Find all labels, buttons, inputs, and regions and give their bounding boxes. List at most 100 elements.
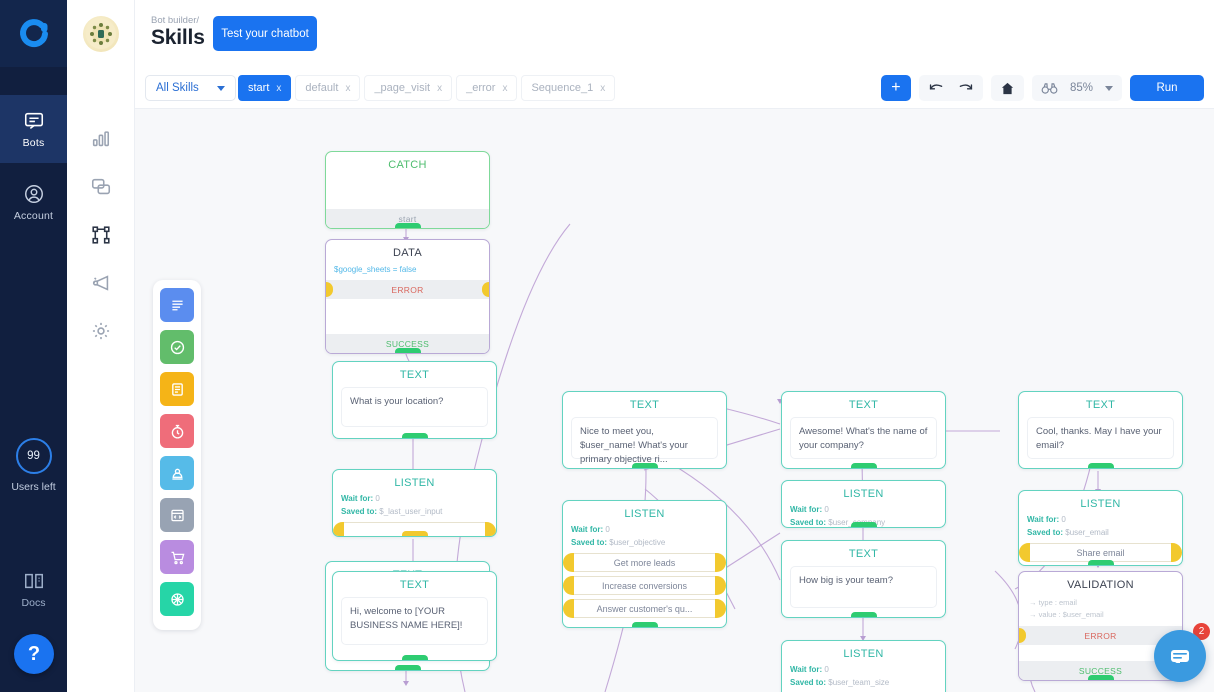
node-choice-bubble[interactable]: Increase conversions (563, 576, 726, 595)
palette-delay-button[interactable] (160, 414, 194, 448)
sidebar-item-bots[interactable]: Bots (0, 95, 67, 163)
port-handle-left[interactable] (1019, 628, 1026, 644)
avatar[interactable] (83, 16, 119, 52)
port-handle[interactable] (850, 612, 877, 617)
port-handle[interactable] (1087, 560, 1114, 565)
port-handle[interactable] (401, 531, 428, 536)
node-validation-port-error[interactable]: ERROR (1019, 626, 1182, 646)
megaphone-icon (92, 275, 109, 291)
node-listen-last-input[interactable]: LISTEN Wait for: 0 Saved to: $_last_user… (332, 469, 497, 537)
bubble-cap-left (1019, 543, 1030, 562)
all-skills-label: All Skills (156, 82, 199, 94)
close-icon[interactable]: x (502, 82, 508, 94)
node-data-port-error[interactable]: ERROR (326, 280, 489, 299)
param-type: → type : email (1029, 598, 1077, 607)
secondary-icon-strip (67, 0, 135, 692)
help-button[interactable]: ? (14, 634, 54, 674)
chevron-down-icon[interactable] (1105, 85, 1113, 91)
node-listen-objective[interactable]: LISTEN Wait for: 0 Saved to: $user_objec… (562, 500, 727, 628)
tab-page-visit[interactable]: _page_visit x (364, 75, 453, 101)
bubble-cap-right (715, 553, 726, 572)
app-logo[interactable] (0, 0, 67, 67)
strip-item-conversations[interactable] (67, 163, 135, 211)
node-data[interactable]: DATA $google_sheets = false ERROR SUCCES… (325, 239, 490, 354)
port-handle[interactable] (394, 223, 421, 228)
node-text-welcome[interactable]: TEXT Hi, welcome to [YOUR BUSINESS NAME … (332, 571, 497, 661)
palette-cart-button[interactable] (160, 540, 194, 574)
users-left-widget[interactable]: 99 Users left (0, 438, 67, 493)
node-choice-bubble[interactable]: Answer customer's qu... (563, 599, 726, 618)
saved-label: Saved to: (571, 538, 608, 547)
run-button[interactable]: Run (1130, 75, 1204, 101)
flow-canvas[interactable]: CATCH start DATA $google_sheets = false … (135, 109, 1214, 692)
wait-value: 0 (824, 665, 829, 674)
node-listen-email[interactable]: LISTEN Wait for: 0 Saved to: $user_email… (1018, 490, 1183, 566)
chat-widget-button[interactable] (1154, 630, 1206, 682)
port-handle[interactable] (850, 522, 877, 527)
node-text-company[interactable]: TEXT Awesome! What's the name of your co… (781, 391, 946, 469)
palette-validation-button[interactable] (160, 330, 194, 364)
node-title: TEXT (848, 548, 879, 560)
node-text-team-size[interactable]: TEXT How big is your team? (781, 540, 946, 618)
wait-label: Wait for: (571, 525, 604, 534)
node-listen-company[interactable]: LISTEN Wait for: 0 Saved to: $user_compa… (781, 480, 946, 528)
saved-label: Saved to: (1027, 528, 1064, 537)
close-icon[interactable]: x (276, 82, 282, 94)
sidebar-item-account[interactable]: Account (0, 168, 67, 236)
node-data-port-success[interactable]: SUCCESS (326, 334, 489, 353)
node-catch-port-start[interactable]: start (326, 209, 489, 228)
port-handle[interactable] (394, 665, 421, 670)
undo-arrow-icon[interactable] (928, 81, 945, 95)
tab-default[interactable]: default x (295, 75, 361, 101)
page-header: Bot builder/ Skills Test your chatbot (135, 0, 1214, 67)
port-handle[interactable] (631, 622, 658, 627)
port-handle[interactable] (1087, 675, 1114, 680)
chat-bubbles-icon (91, 178, 111, 195)
port-handle-left[interactable] (326, 282, 333, 297)
close-icon[interactable]: x (437, 82, 443, 94)
palette-text-button[interactable] (160, 288, 194, 322)
node-text-location[interactable]: TEXT What is your location? (332, 361, 497, 439)
choice-label: Share email (1076, 547, 1125, 558)
port-handle[interactable] (401, 433, 428, 438)
node-choice-bubble[interactable]: Get more leads (563, 553, 726, 572)
node-validation-port-success[interactable]: SUCCESS (1019, 661, 1182, 680)
port-handle-right[interactable] (482, 282, 489, 297)
add-skill-button[interactable]: + (880, 75, 911, 101)
close-icon[interactable]: x (600, 82, 606, 94)
node-input-bubble[interactable] (333, 522, 496, 536)
strip-item-broadcast[interactable] (67, 259, 135, 307)
palette-integration-button[interactable] (160, 582, 194, 616)
close-icon[interactable]: x (345, 82, 351, 94)
node-text-email[interactable]: TEXT Cool, thanks. May I have your email… (1018, 391, 1183, 469)
zoom-control[interactable]: 85% (1031, 75, 1122, 101)
node-listen-team-size[interactable]: LISTEN Wait for: 0 Saved to: $user_team_… (781, 640, 946, 692)
palette-form-button[interactable] (160, 372, 194, 406)
node-wait-for: Wait for: 0 (782, 503, 945, 516)
tab-sequence-1-label: Sequence_1 (531, 82, 594, 94)
strip-item-settings[interactable] (67, 307, 135, 355)
strip-item-flows[interactable] (67, 211, 135, 259)
palette-code-button[interactable] (160, 498, 194, 532)
tab-sequence-1[interactable]: Sequence_1 x (521, 75, 616, 101)
port-handle[interactable] (1087, 463, 1114, 468)
all-skills-dropdown[interactable]: All Skills (145, 75, 236, 101)
flow-nodes-icon (92, 226, 110, 244)
test-chatbot-button[interactable]: Test your chatbot (213, 16, 317, 51)
node-catch[interactable]: CATCH start (325, 151, 490, 229)
sidebar-item-docs[interactable]: Docs (0, 570, 67, 609)
chat-lines-icon (1173, 653, 1187, 659)
port-handle[interactable] (631, 463, 658, 468)
port-handle[interactable] (850, 463, 877, 468)
person-card-icon (171, 468, 183, 480)
node-saved-to: Saved to: $_last_user_input (333, 505, 496, 518)
tab-start[interactable]: start x (238, 75, 292, 101)
tab-error[interactable]: _error x (456, 75, 518, 101)
redo-arrow-icon[interactable] (957, 81, 974, 95)
port-handle[interactable] (401, 655, 428, 660)
port-handle[interactable] (394, 348, 421, 353)
strip-item-analytics[interactable] (67, 115, 135, 163)
node-text-nice-meet[interactable]: TEXT Nice to meet you, $user_name! What'… (562, 391, 727, 469)
palette-user-button[interactable] (160, 456, 194, 490)
home-icon[interactable] (1000, 81, 1015, 96)
